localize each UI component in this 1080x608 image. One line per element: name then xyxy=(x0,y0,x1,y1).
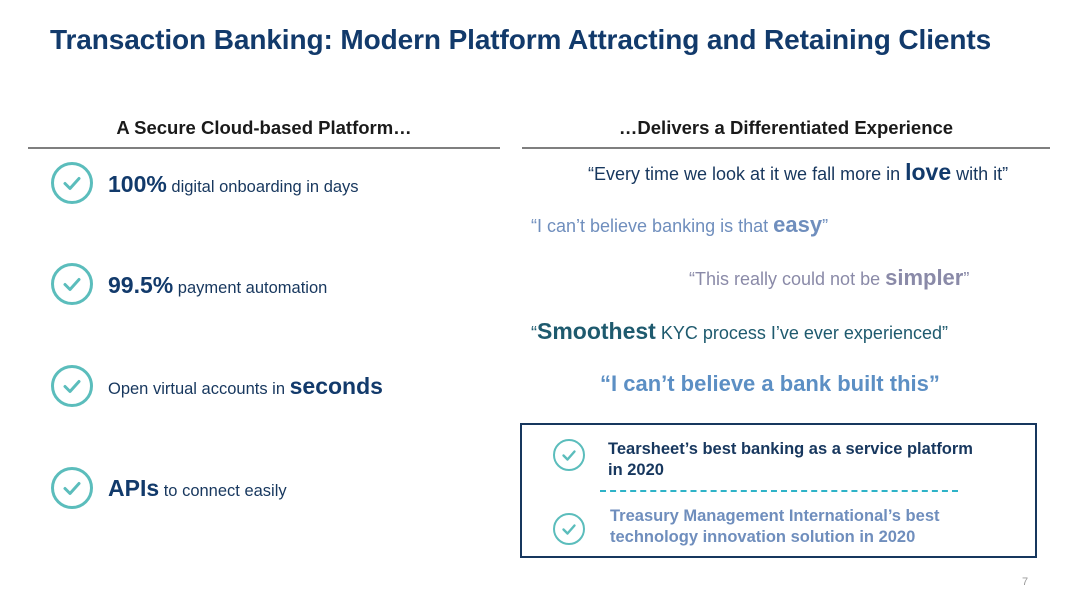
client-quote: “I can’t believe banking is that easy” xyxy=(531,212,829,237)
quote-emphasis: easy xyxy=(773,212,823,237)
awards-box: Tearsheet’s best banking as a service pl… xyxy=(520,423,1037,558)
slide-title: Transaction Banking: Modern Platform Att… xyxy=(50,24,992,55)
left-column-heading: A Secure Cloud-based Platform… xyxy=(116,117,412,138)
feature-text: Open virtual accounts in xyxy=(108,380,290,398)
feature-emphasis: seconds xyxy=(289,373,383,399)
quote-emphasis: Smoothest xyxy=(537,318,656,344)
checkmark-icon xyxy=(51,263,93,305)
checkmark-icon xyxy=(51,162,93,204)
page-number: 7 xyxy=(1022,576,1029,588)
award-treasury-management: Treasury Management International’s best… xyxy=(610,507,940,546)
right-heading-divider xyxy=(522,147,1050,149)
checkmark-icon xyxy=(51,467,93,509)
feature-payment-automation: 99.5% payment automation xyxy=(108,272,327,299)
feature-text: to connect easily xyxy=(159,482,287,500)
feature-apis: APIs to connect easily xyxy=(108,475,287,502)
feature-stat: 99.5% xyxy=(108,272,174,298)
feature-virtual-accounts: Open virtual accounts in seconds xyxy=(108,373,383,400)
feature-text: payment automation xyxy=(173,279,328,297)
award-tearsheet: Tearsheet’s best banking as a service pl… xyxy=(608,440,973,479)
feature-stat: 100% xyxy=(108,171,167,197)
checkmark-icon xyxy=(553,439,585,471)
client-quote-featured: “I can’t believe a bank built this” xyxy=(600,371,940,396)
feature-stat: APIs xyxy=(108,475,160,501)
client-quote: “Every time we look at it we fall more i… xyxy=(588,159,1009,185)
checkmark-icon xyxy=(51,365,93,407)
client-quote: “Smoothest KYC process I’ve ever experie… xyxy=(531,318,948,344)
quote-emphasis: simpler xyxy=(885,265,964,290)
quote-emphasis: love xyxy=(905,159,952,185)
checkmark-icon xyxy=(553,513,585,545)
feature-digital-onboarding: 100% digital onboarding in days xyxy=(108,171,359,198)
feature-text: digital onboarding in days xyxy=(166,178,359,196)
awards-divider xyxy=(600,490,958,492)
client-quote: “This really could not be simpler” xyxy=(689,265,970,290)
left-heading-divider xyxy=(28,147,500,149)
right-column-heading: …Delivers a Differentiated Experience xyxy=(618,117,954,138)
